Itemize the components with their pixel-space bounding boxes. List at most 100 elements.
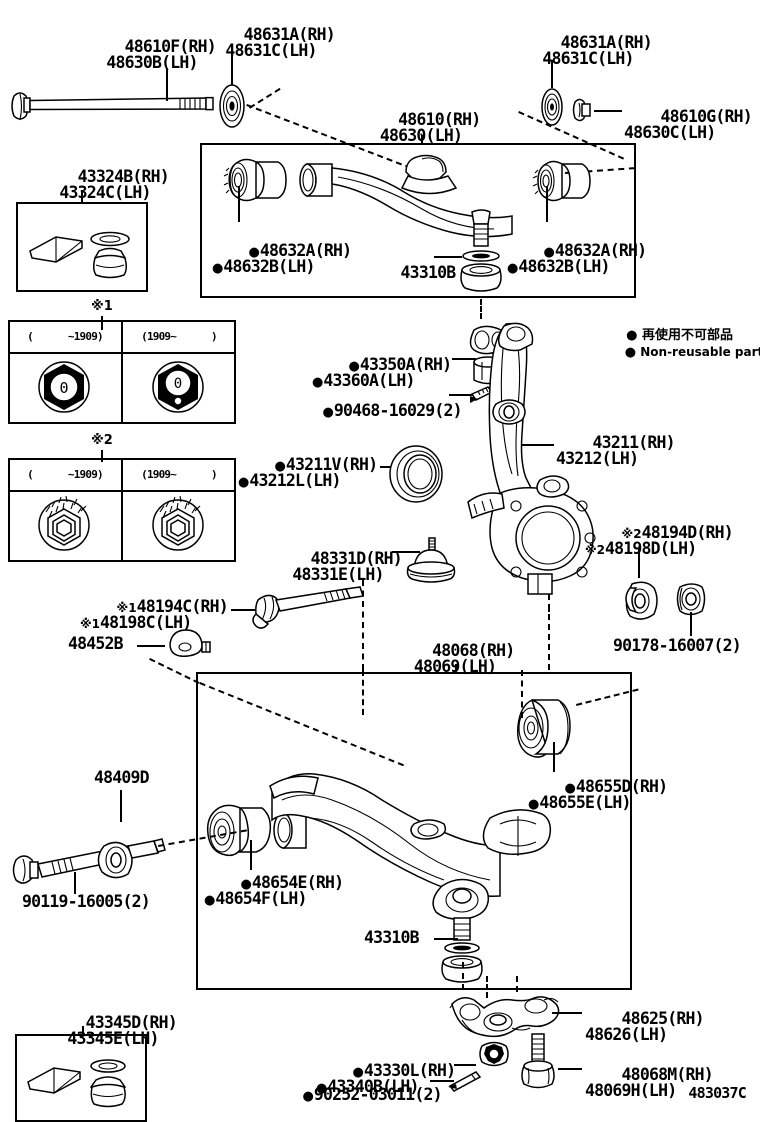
upper-arm-box	[200, 143, 636, 298]
note1-table-vrule	[121, 320, 123, 424]
label-dust-seal: ●43350A(RH)●43360A(LH)	[312, 354, 452, 390]
leader-lower-arm	[455, 664, 457, 673]
leader-steering-arm	[552, 1012, 582, 1014]
dash-cam-right-to-arm	[548, 604, 550, 670]
dash-lower-left	[362, 670, 364, 715]
note1-col2-bolt-icon: 0	[150, 356, 206, 418]
note2-col2-bolt-icon	[150, 494, 206, 556]
leader-cam-bolt-upper	[231, 609, 255, 611]
label-seal-bolt: ●90468-16029(2)	[322, 400, 463, 420]
label-upper-snap-ring: 43310B	[400, 262, 457, 282]
cam-nut-art	[672, 578, 712, 622]
label-steering-arm: 48625(RH)48626(LH)	[585, 1008, 705, 1044]
lower-bolt-art	[8, 812, 188, 892]
dash-steering-arm-1	[486, 976, 488, 998]
leader-knuckle	[522, 444, 554, 446]
note1-col1-header: ( ~1909)	[27, 330, 104, 343]
leader-bush-right	[546, 186, 548, 222]
label-knuckle: 43211(RH)43212(LH)	[556, 432, 676, 468]
label-lower-bolt-washer: 48409D	[94, 768, 150, 787]
leader-lower-plate	[137, 645, 165, 647]
upper-control-arm-art	[210, 150, 630, 298]
note2-col1-header: ( ~1909)	[27, 468, 104, 481]
note1-col2-header: (1909~ )	[141, 330, 218, 343]
callout-dash-upper-left2	[249, 87, 281, 109]
leader-bump-stop	[392, 551, 420, 553]
legend-nonreusable-jp: ● 再使用不可部品	[626, 328, 733, 343]
boot-kit-upper-art	[26, 215, 142, 285]
label-lower-plate: 48452B	[68, 634, 124, 653]
cam-bolt-upper-art	[250, 586, 374, 634]
note2-col1-bolt-icon	[36, 494, 92, 556]
leader-upper-arm	[421, 135, 423, 145]
label-cam-bolt-upper: ※148194C(RH)※148198C(LH)	[80, 596, 229, 632]
dash-lower-bj	[462, 962, 464, 990]
upper-arm-washer-art	[214, 82, 250, 130]
note1-marker-stem	[101, 316, 103, 330]
note2-col2-header: (1909~ )	[141, 468, 218, 481]
dash-cam-bolt-to-arm	[362, 580, 364, 670]
lower-plate-art	[164, 628, 216, 662]
leader-castle-nut	[454, 1064, 476, 1066]
steering-arm-art	[440, 990, 570, 1054]
label-castle-nut: ●43330L(RH)●43340B(LH)	[316, 1060, 456, 1096]
note2-marker-stem	[101, 450, 103, 462]
arm-bolt-art	[518, 1030, 562, 1092]
leader-lower-snap-ring	[434, 938, 458, 940]
leader-boot-kit-upper	[81, 192, 83, 203]
leader-seal-bolt	[449, 394, 473, 396]
label-lower-bolt: 90119-16005(2)	[22, 892, 151, 911]
label-upper-arm-nut: 48610G(RH)48630C(LH)	[624, 106, 753, 142]
lower-arm-box	[196, 672, 632, 990]
lower-bush-rear-art	[508, 690, 588, 764]
label-oil-seal: ●43211V(RH)●43212L(LH)	[238, 454, 378, 490]
bump-stop-art	[400, 534, 462, 588]
leader-upper-snap-ring	[434, 256, 462, 258]
dash-lower-right	[521, 670, 523, 718]
svg-text:0: 0	[174, 376, 182, 392]
label-upper-bush-left: ●48632A(RH)●48632B(LH)	[212, 240, 352, 276]
figure-code: 483037C	[688, 1084, 746, 1102]
upper-arm-nut-art	[570, 96, 596, 124]
label-upper-arm-washer-left: 48631A(RH)48631C(LH)	[225, 24, 335, 60]
leader-upper-arm-nut	[594, 110, 622, 112]
leader-cotter-pin	[430, 1080, 454, 1082]
upper-arm-bolt-art	[10, 88, 240, 128]
leader-cam-bolt-lower	[638, 548, 640, 578]
upper-arm-washer2-art	[537, 86, 567, 128]
leader-lower-bush-rear	[553, 742, 555, 772]
legend-nonreusable-en: ● Non-reusable part	[624, 345, 760, 360]
boot-kit-upper-box	[16, 202, 148, 292]
leader-lower-bush-front	[250, 840, 252, 870]
label-cam-nut: 90178-16007(2)	[613, 636, 742, 655]
oil-seal-art	[385, 444, 447, 504]
boot-kit-lower-art	[24, 1048, 140, 1114]
lower-control-arm-art	[200, 690, 620, 980]
label-upper-arm: 48610(RH)48630(LH)	[380, 109, 481, 144]
note2-table-vrule	[121, 458, 123, 562]
dash-steering-arm-2	[516, 976, 518, 992]
label-lower-bush-rear: ●48655D(RH)●48655E(LH)	[528, 776, 668, 812]
cotter-pin-art	[448, 1068, 486, 1096]
note1-marker: ※1	[91, 299, 113, 314]
leader-dust-seal	[452, 358, 476, 360]
leader-lower-bolt	[74, 872, 76, 894]
leader-upper-arm-washer-left	[231, 52, 233, 85]
leader-upper-arm-bolt	[166, 68, 168, 101]
leader-upper-arm-washer-right	[551, 60, 553, 88]
note2-marker: ※2	[91, 433, 113, 448]
svg-text:0: 0	[59, 379, 68, 397]
cam-washer-art	[618, 578, 662, 624]
note1-col1-bolt-icon: 0	[36, 356, 92, 418]
label-upper-bush-right: ●48632A(RH)●48632B(LH)	[507, 240, 647, 276]
steering-knuckle-art	[452, 318, 632, 608]
leader-arm-bolt	[558, 1068, 582, 1070]
dash-upper-to-knuckle	[480, 299, 482, 319]
label-upper-arm-bolt: 48610F(RH)48630B(LH)	[106, 36, 216, 72]
leader-cam-nut	[690, 612, 692, 636]
label-cam-bolt-lower: ※248194D(RH)※248198D(LH)	[585, 522, 734, 558]
leader-bush-left	[238, 186, 240, 222]
castle-nut-art	[476, 1038, 512, 1070]
label-cotter-pin: ●90252-03011(2)	[302, 1084, 443, 1104]
